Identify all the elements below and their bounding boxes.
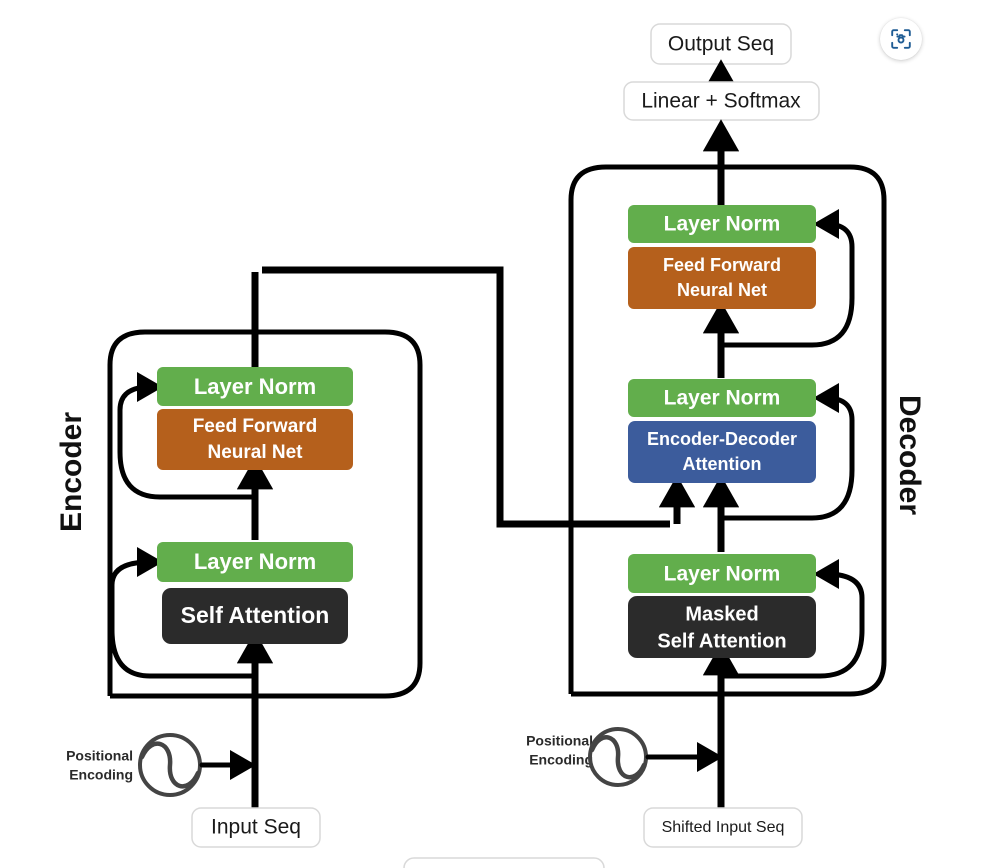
enc-ffn-line1: Feed Forward xyxy=(193,416,318,437)
dec-mattn-line2: Self Attention xyxy=(657,630,786,652)
dec-xattn-line1: Encoder-Decoder xyxy=(647,429,797,449)
dec-pe-line2: Encoding xyxy=(529,752,593,768)
output-seq-label: Output Seq xyxy=(668,33,774,56)
encoder-input-node: Input Seq xyxy=(191,807,321,848)
output-seq-node: Output Seq xyxy=(650,23,792,65)
decoder-feed-forward: Feed Forward Neural Net xyxy=(628,247,816,309)
decoder-residual-cross-attention xyxy=(719,383,855,521)
dec-ffn-box xyxy=(628,247,816,309)
encoder-layer-norm-top: Layer Norm xyxy=(157,367,353,406)
encoder-positional-encoding: Positional Encoding xyxy=(66,733,257,797)
decoder-frame xyxy=(568,164,887,697)
enc-attn-box xyxy=(162,588,348,644)
bottom-cropped-pill xyxy=(403,857,605,868)
wire-encoder-to-decoder-crossline xyxy=(262,266,670,528)
decoder-input-label: Shifted Input Seq xyxy=(662,819,785,836)
dec-ln-top-label: Layer Norm xyxy=(664,213,781,236)
dec-ln-bot-label: Layer Norm xyxy=(664,563,781,586)
visual-search-lens-icon xyxy=(891,29,911,49)
decoder-positional-encoding: Positional Encoding xyxy=(526,727,724,787)
dec-ln-bot-box xyxy=(628,554,816,593)
encoder-residual-attention xyxy=(109,547,258,679)
enc-pe-line1: Positional xyxy=(66,748,133,764)
dec-ln-top-box xyxy=(628,205,816,243)
enc-ln-bot-label: Layer Norm xyxy=(194,549,316,574)
linear-softmax-node: Linear + Softmax xyxy=(623,81,820,121)
encoder-feed-forward: Feed Forward Neural Net xyxy=(157,409,353,470)
enc-ln-bot-box xyxy=(157,542,353,582)
linear-softmax-label: Linear + Softmax xyxy=(641,90,801,113)
decoder-layer-norm-middle: Layer Norm xyxy=(628,379,816,417)
enc-ln-top-label: Layer Norm xyxy=(194,374,316,399)
dec-ffn-line2: Neural Net xyxy=(677,280,767,300)
encoder-container: Encoder xyxy=(55,329,423,699)
enc-pe-line2: Encoding xyxy=(69,767,133,783)
decoder-layer-norm-top: Layer Norm xyxy=(628,205,816,243)
encoder-input-label: Input Seq xyxy=(211,816,301,839)
decoder-container: Decoder xyxy=(568,164,926,697)
dec-ffn-line1: Feed Forward xyxy=(663,255,781,275)
dec-ln-mid-box xyxy=(628,379,816,417)
dec-xattn-box xyxy=(628,421,816,483)
decoder-residual-masked-attention xyxy=(719,559,865,679)
dec-mattn-line1: Masked xyxy=(685,603,758,625)
dec-ln-mid-label: Layer Norm xyxy=(664,387,781,410)
enc-ln-top-box xyxy=(157,367,353,406)
dec-mattn-box xyxy=(628,596,816,658)
visual-search-lens-button[interactable] xyxy=(880,18,922,60)
decoder-input-node: Shifted Input Seq xyxy=(643,807,803,848)
enc-ffn-line2: Neural Net xyxy=(207,442,303,463)
decoder-residual-ffn xyxy=(719,209,855,348)
enc-ffn-box xyxy=(157,409,353,470)
dec-xattn-line2: Attention xyxy=(683,454,762,474)
enc-attn-label: Self Attention xyxy=(181,602,330,628)
decoder-masked-self-attention: Masked Self Attention xyxy=(628,596,816,658)
encoder-frame xyxy=(107,329,423,699)
enc-sine-wave-circle-icon xyxy=(138,733,202,797)
encoder-input-pill xyxy=(191,807,321,848)
encoder-residual-ffn xyxy=(117,372,258,500)
encoder-side-label: Encoder xyxy=(55,412,88,532)
decoder-side-label: Decoder xyxy=(893,395,926,515)
encoder-layer-norm-bottom: Layer Norm xyxy=(157,542,353,582)
decoder-input-pill xyxy=(643,807,803,848)
encoder-self-attention: Self Attention xyxy=(162,588,348,644)
dec-sine-wave-circle-icon xyxy=(588,727,648,787)
dec-pe-line1: Positional xyxy=(526,733,593,749)
decoder-layer-norm-bottom: Layer Norm xyxy=(628,554,816,593)
decoder-cross-attention: Encoder-Decoder Attention xyxy=(628,421,816,483)
